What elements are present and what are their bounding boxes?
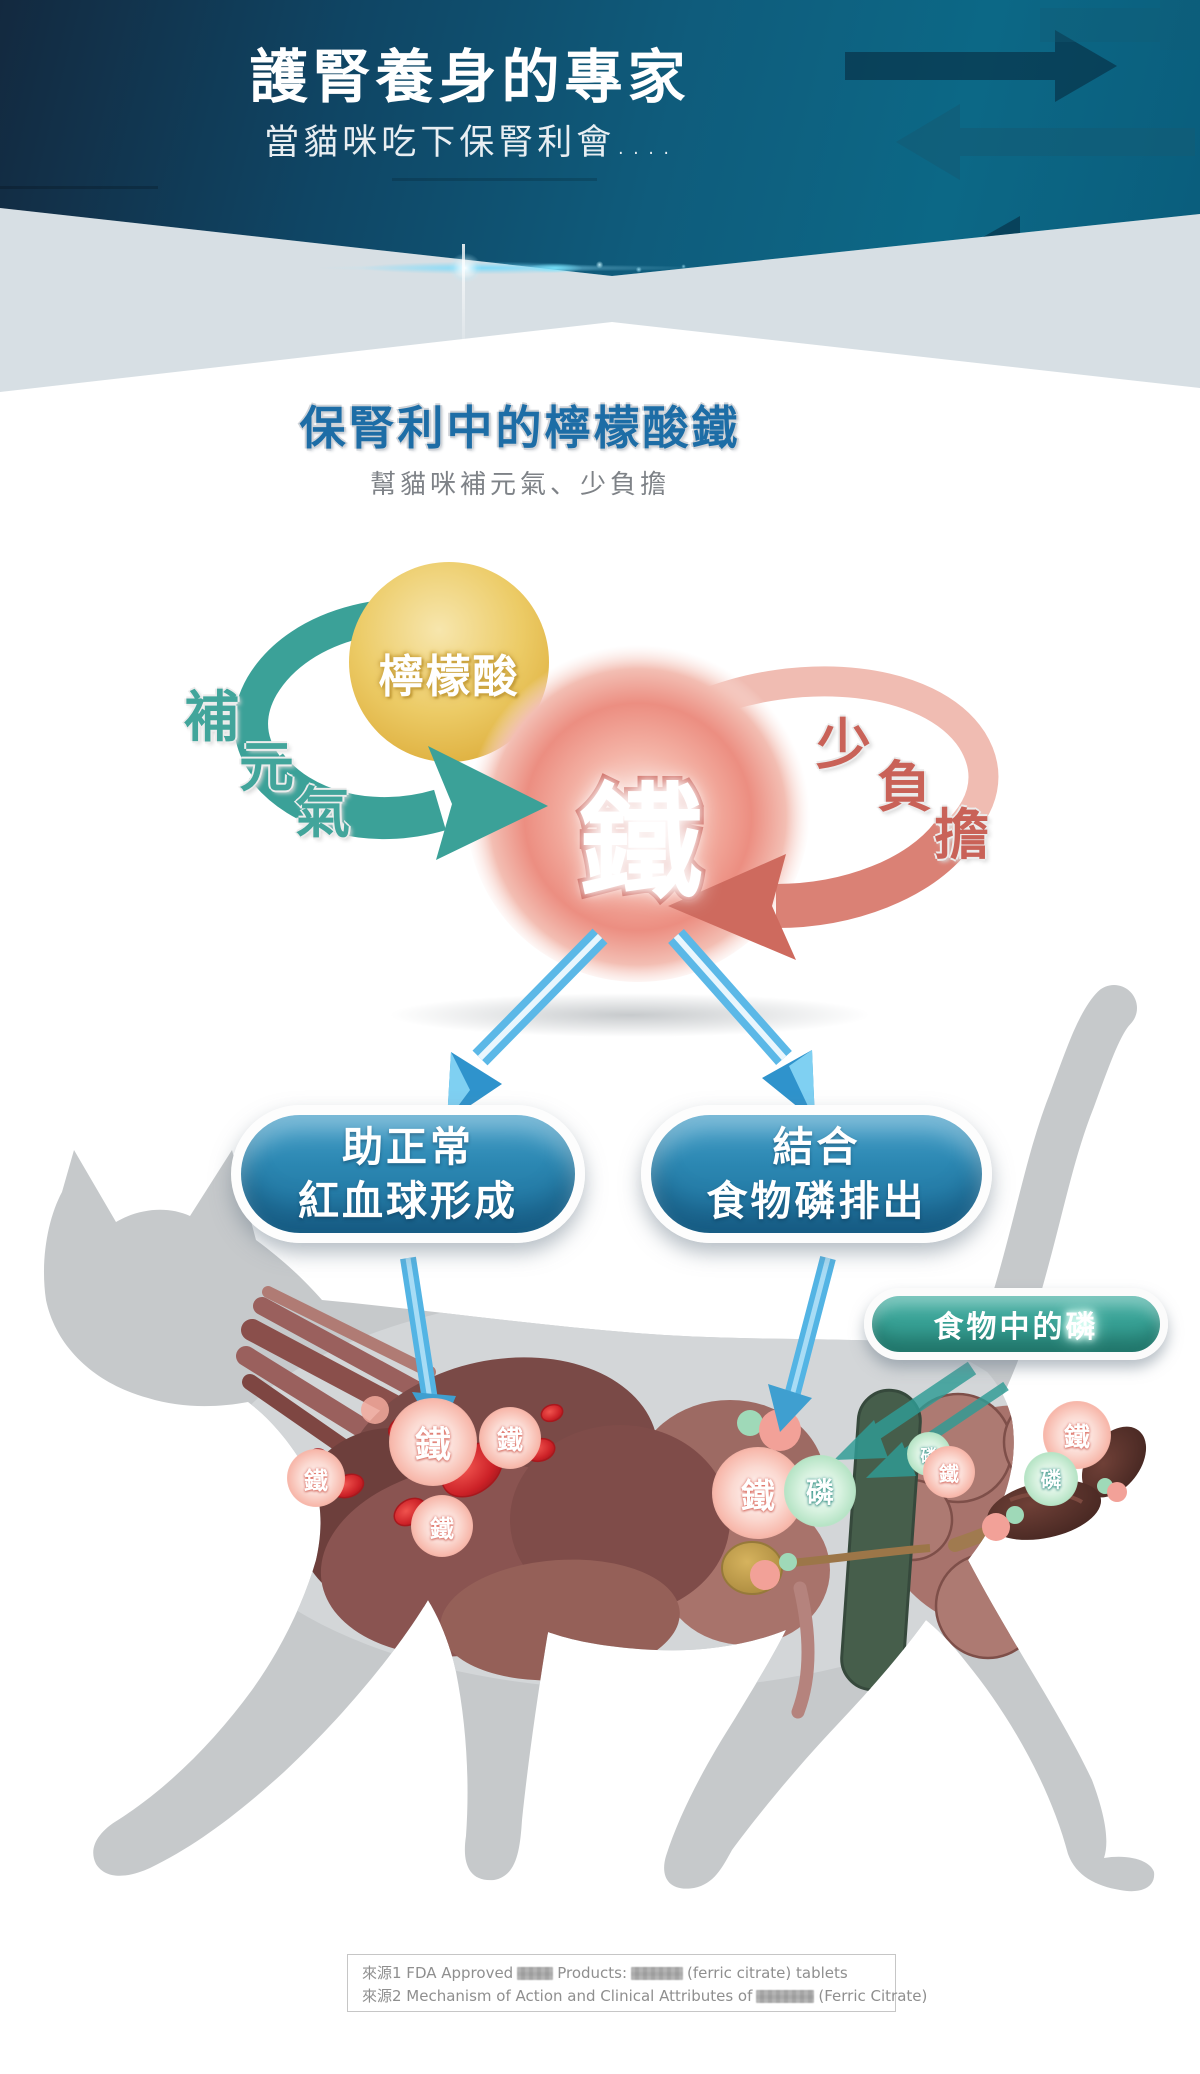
source-line-2: 來源2 Mechanism of Action and Clinical Att…: [362, 1987, 928, 2006]
blue-arrow-left: [447, 928, 608, 1121]
section-subtitle: 幫貓咪補元氣、少負擔: [369, 470, 670, 500]
iron-badge: 鐵: [712, 1447, 804, 1539]
phosphorus-badge: 磷: [1024, 1452, 1078, 1506]
iron-badge: 鐵: [389, 1398, 477, 1486]
dangling-intestine: [791, 1581, 815, 1719]
red-ribbon-back: [694, 666, 999, 848]
iron-badge: 鐵: [411, 1495, 473, 1557]
redacted-text: [756, 1990, 815, 2004]
citric-acid-label: 檸檬酸: [378, 650, 520, 703]
benefit-pill-red-blood-cells: 助正常 紅血球形成: [231, 1105, 585, 1243]
ball-shadow: [390, 993, 870, 1037]
food-phosphorus-prefix: 食物中的: [933, 1310, 1066, 1345]
arrow-bar-decoration: [1040, 0, 1200, 50]
pill-to-organ-arrow-right: [768, 1255, 836, 1432]
page-subtitle: 當貓咪吃下保腎利會....: [264, 123, 676, 163]
iron-badge: 鐵: [287, 1449, 345, 1507]
benefit-right-char-2: 負: [877, 755, 933, 819]
pill-right-line1: 結合: [772, 1122, 861, 1171]
iron-badge: 鐵: [923, 1446, 975, 1498]
benefit-left-char-2: 元: [239, 735, 295, 799]
pill-left-line1: 助正常: [342, 1122, 474, 1171]
benefit-right-char-3: 擔: [934, 803, 990, 867]
left-arrow-icon: [896, 104, 1195, 180]
food-phosphorus-pill: 食物中的磷: [864, 1288, 1168, 1360]
right-arrow-icon: [845, 30, 1117, 102]
light-beam-decoration: [462, 244, 465, 364]
iron-badge: 鐵: [479, 1407, 541, 1469]
salmon-arrowhead: [668, 821, 970, 960]
iron-label: 鐵: [575, 768, 707, 920]
pill-left-line2: 紅血球形成: [298, 1177, 518, 1225]
pill-right-line2: 食物磷排出: [706, 1177, 927, 1225]
phosphorus-pill-arrows: [834, 1361, 1009, 1478]
header-band: 護腎養身的專家 當貓咪吃下保腎利會....: [0, 0, 1200, 276]
line-decoration: [392, 178, 597, 181]
benefit-left-char-1: 補: [184, 685, 240, 749]
redacted-text: [631, 1967, 684, 1980]
benefit-pill-phosphorus-binding: 結合 食物磷排出: [641, 1105, 992, 1243]
redacted-text: [517, 1967, 554, 1980]
benefit-right-char-1: 少: [816, 713, 872, 777]
blue-arrow-right: [668, 929, 815, 1121]
page-title: 護腎養身的專家: [249, 43, 691, 111]
food-phosphorus-char: 磷: [1065, 1310, 1099, 1345]
phosphorus-badge: 磷: [784, 1455, 856, 1527]
teal-arrowhead: [249, 746, 548, 860]
line-decoration: [0, 186, 158, 189]
benefit-left-char-3: 氣: [295, 781, 351, 845]
section-title: 保腎利中的檸檬酸鐵: [299, 401, 741, 455]
